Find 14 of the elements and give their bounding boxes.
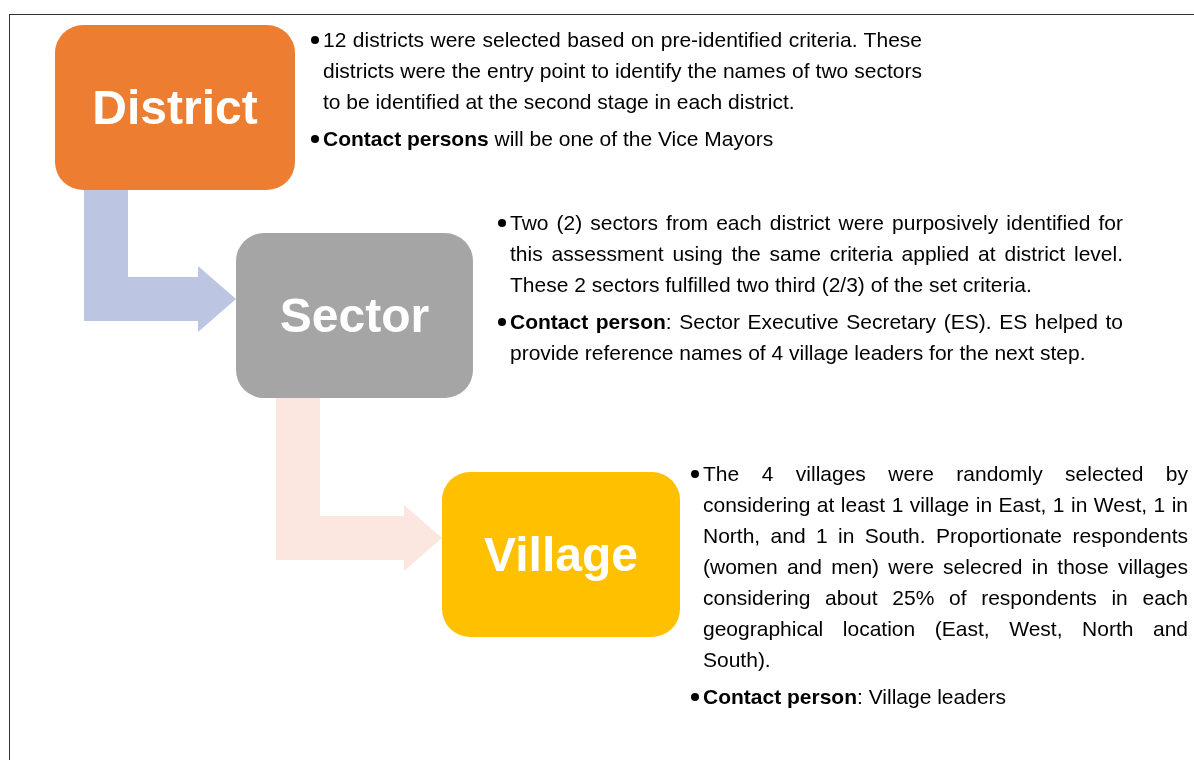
stage-box <box>442 472 680 637</box>
bullet-text: 12 districts were selected based on pre-identified criteria. These districts were the entry point to identify the names of two sectors to be identified at the second stage in each district. <box>323 27 922 115</box>
stage-title: Village <box>484 530 638 579</box>
stage-box <box>55 25 295 190</box>
bullet-text: The 4 villages were randomly selected by considering at least 1 village in East, 1 in West, 1 in North, and 1 in South. Proportionate respondents (women and men) were selecred in those villages considering about 25% of respondents in each geographical location (East, West, North and South). <box>703 461 1188 673</box>
stage-title: Sector <box>279 291 430 340</box>
bullet-text: Contact person: Village leaders <box>703 684 1007 710</box>
bullet-text: Two (2) sectors from each district were purposively identified for this assessment using the same criteria applied at district level. These 2 sectors fulfilled two third (2/3) of the set criteria. <box>510 210 1123 298</box>
stage-box <box>236 233 473 398</box>
bent-arrow <box>276 398 442 571</box>
bent-arrow <box>84 190 236 332</box>
bullet-text: Contact person: Sector Executive Secretary (ES). ES helped to provide reference names of 4 village leaders for the next step. <box>510 309 1123 366</box>
bullet-text: Contact persons will be one of the Vice Mayors <box>323 126 774 152</box>
stage-title: District <box>92 83 258 132</box>
